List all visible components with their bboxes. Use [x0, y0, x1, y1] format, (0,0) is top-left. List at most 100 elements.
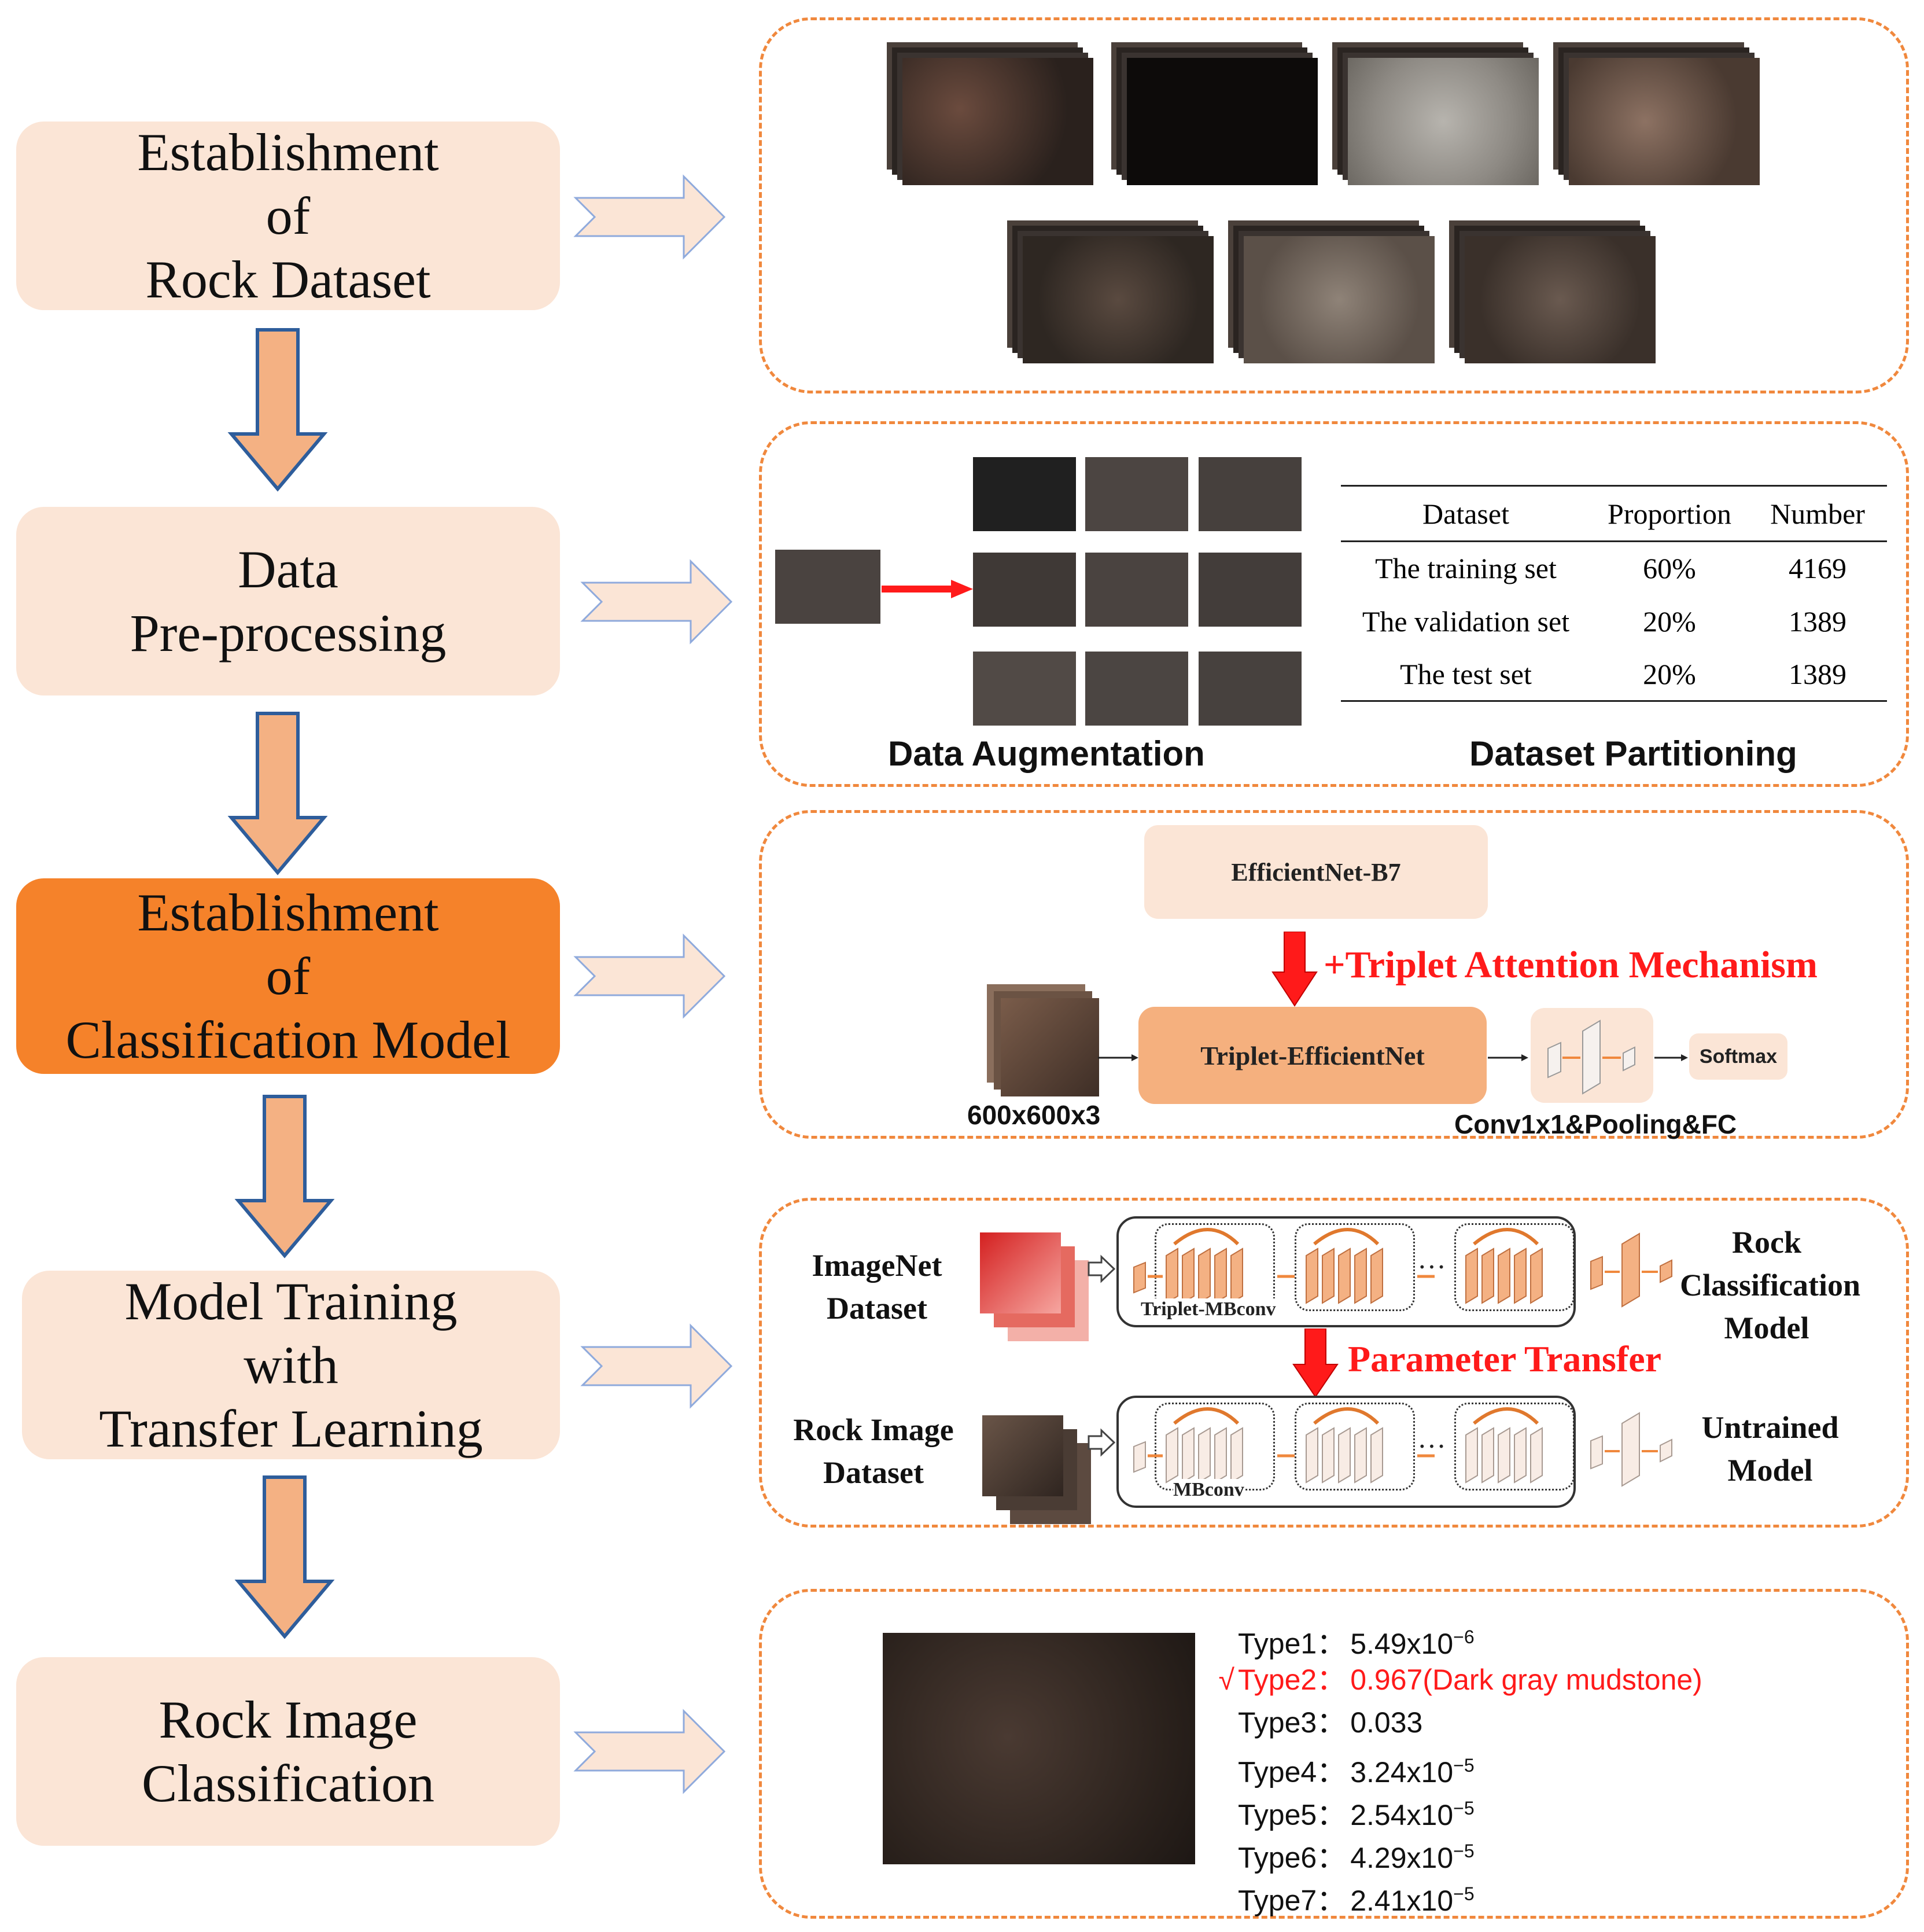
mbconv-block: [1454, 1403, 1575, 1491]
step-line: Establishment: [137, 123, 439, 182]
ellipsis: ···: [1417, 1430, 1446, 1462]
source-dataset-label: ImageNet Dataset: [812, 1248, 942, 1326]
result-row: Type3：0.033: [1203, 1701, 1702, 1744]
result-value: 5.49x10: [1350, 1627, 1454, 1660]
right-arrow-icon: [573, 174, 726, 260]
result-sep: ：: [1317, 1756, 1346, 1789]
right-arrow-icon: [580, 559, 733, 645]
rock-image: [1127, 58, 1318, 185]
imagenet-image-stack: [980, 1232, 1061, 1313]
result-exponent: −5: [1453, 1798, 1475, 1819]
triplet-efficientnet-box: Triplet-EfficientNet: [1138, 1007, 1487, 1104]
table-cell: 1389: [1789, 657, 1846, 690]
panel-rock-dataset: [759, 17, 1909, 393]
table-header: Dataset: [1422, 497, 1509, 530]
down-arrow-icon: [234, 1475, 335, 1639]
head-box: [1531, 1008, 1653, 1103]
check-mark-icon: √: [1218, 1664, 1234, 1696]
result-sep: ：: [1317, 1627, 1346, 1660]
rock-image: [1569, 58, 1760, 185]
arrow-icon: [1098, 1054, 1138, 1061]
rock-image: [1244, 236, 1435, 363]
conv-layers-icon: [1547, 1020, 1635, 1095]
step-line: with: [244, 1335, 338, 1394]
step-line: Rock Image: [159, 1690, 418, 1749]
table-cell: 4169: [1789, 552, 1846, 585]
augmented-image: [1085, 457, 1188, 531]
result-type: Type1: [1238, 1627, 1317, 1660]
down-arrow-icon: [234, 1095, 335, 1258]
result-sep: ：: [1317, 1664, 1346, 1696]
rock-image-stack: [982, 1415, 1063, 1496]
result-row: Type4：3.24x10−5: [1203, 1744, 1702, 1789]
result-type: Type4: [1238, 1756, 1317, 1789]
attention-label: +Triplet Attention Mechanism: [1324, 944, 1818, 986]
result-type: Type7: [1238, 1884, 1317, 1917]
step-line: Establishment: [137, 883, 439, 942]
result-sep: ：: [1317, 1706, 1346, 1739]
results-list: Type1：5.49x10−6 √Type2：0.967(Dark gray m…: [1203, 1615, 1702, 1917]
target-model-label: Untrained Model: [1701, 1410, 1839, 1488]
partition-table: Dataset Proportion Number The training s…: [1341, 485, 1887, 702]
target-network: [1116, 1396, 1576, 1508]
table-cell: The test set: [1400, 657, 1532, 690]
table-header: Proportion: [1608, 497, 1731, 530]
target-dataset-label: Rock Image Dataset: [793, 1412, 954, 1490]
red-arrow-icon: [882, 580, 973, 598]
source-block-label: Triplet-MBconv: [1141, 1298, 1276, 1320]
augmented-image: [973, 652, 1076, 726]
table-cell: The training set: [1375, 552, 1557, 585]
rock-image: [1348, 58, 1539, 185]
result-type: Type5: [1238, 1798, 1317, 1831]
augmented-image: [1199, 457, 1302, 531]
panel-classification: [759, 1589, 1909, 1919]
panel-preprocessing: [759, 421, 1909, 787]
step-line: of: [266, 947, 311, 1006]
mbconv-block: [1454, 1223, 1575, 1311]
rock-image: [1023, 236, 1214, 363]
result-sep: ：: [1317, 1798, 1346, 1831]
result-row: Type5：2.54x10−5: [1203, 1787, 1702, 1831]
table-cell: 1389: [1789, 605, 1846, 638]
down-arrow-icon: [227, 328, 328, 492]
augmented-image: [1199, 652, 1302, 726]
step-line: Model Training: [124, 1272, 458, 1331]
right-arrow-icon: [573, 1709, 726, 1794]
hollow-arrow-icon: [1088, 1254, 1116, 1283]
test-rock-image: [883, 1633, 1195, 1864]
down-arrow-icon: [227, 712, 328, 875]
red-down-arrow-icon: [1271, 932, 1318, 1007]
table-cell: 20%: [1643, 605, 1696, 638]
result-sep: ：: [1317, 1841, 1346, 1874]
softmax-box: Softmax: [1689, 1033, 1787, 1080]
target-layers-icon: [1133, 1407, 1543, 1484]
augmented-image: [1199, 553, 1302, 627]
result-row: Type6：4.29x10−5: [1203, 1830, 1702, 1874]
target-block-label: MBconv: [1173, 1479, 1244, 1501]
hollow-arrow-icon: [1088, 1428, 1116, 1457]
head-label: Conv1x1&Pooling&FC: [1454, 1109, 1737, 1139]
panel-model: [759, 810, 1909, 1139]
mbconv-block: [1295, 1403, 1415, 1491]
result-exponent: −5: [1453, 1841, 1475, 1861]
result-value: 0.033: [1350, 1706, 1423, 1739]
result-exponent: −5: [1453, 1883, 1475, 1904]
augmented-image: [973, 457, 1076, 531]
dataset-partitioning-label: Dataset Partitioning: [1469, 734, 1797, 773]
arrow-icon: [1654, 1054, 1688, 1061]
result-row: Type7：2.41x10−5: [1203, 1872, 1702, 1917]
source-model-label: Rock Classification Model: [1680, 1225, 1861, 1345]
augmented-image: [973, 553, 1076, 627]
result-sep: ：: [1317, 1884, 1346, 1917]
result-exponent: −6: [1453, 1626, 1475, 1647]
source-network: [1116, 1216, 1576, 1327]
input-image-stack: [1001, 998, 1099, 1096]
table-cell: The validation set: [1362, 605, 1570, 638]
result-type: Type2: [1238, 1664, 1317, 1696]
result-row: Type1：5.49x10−6: [1203, 1615, 1702, 1660]
